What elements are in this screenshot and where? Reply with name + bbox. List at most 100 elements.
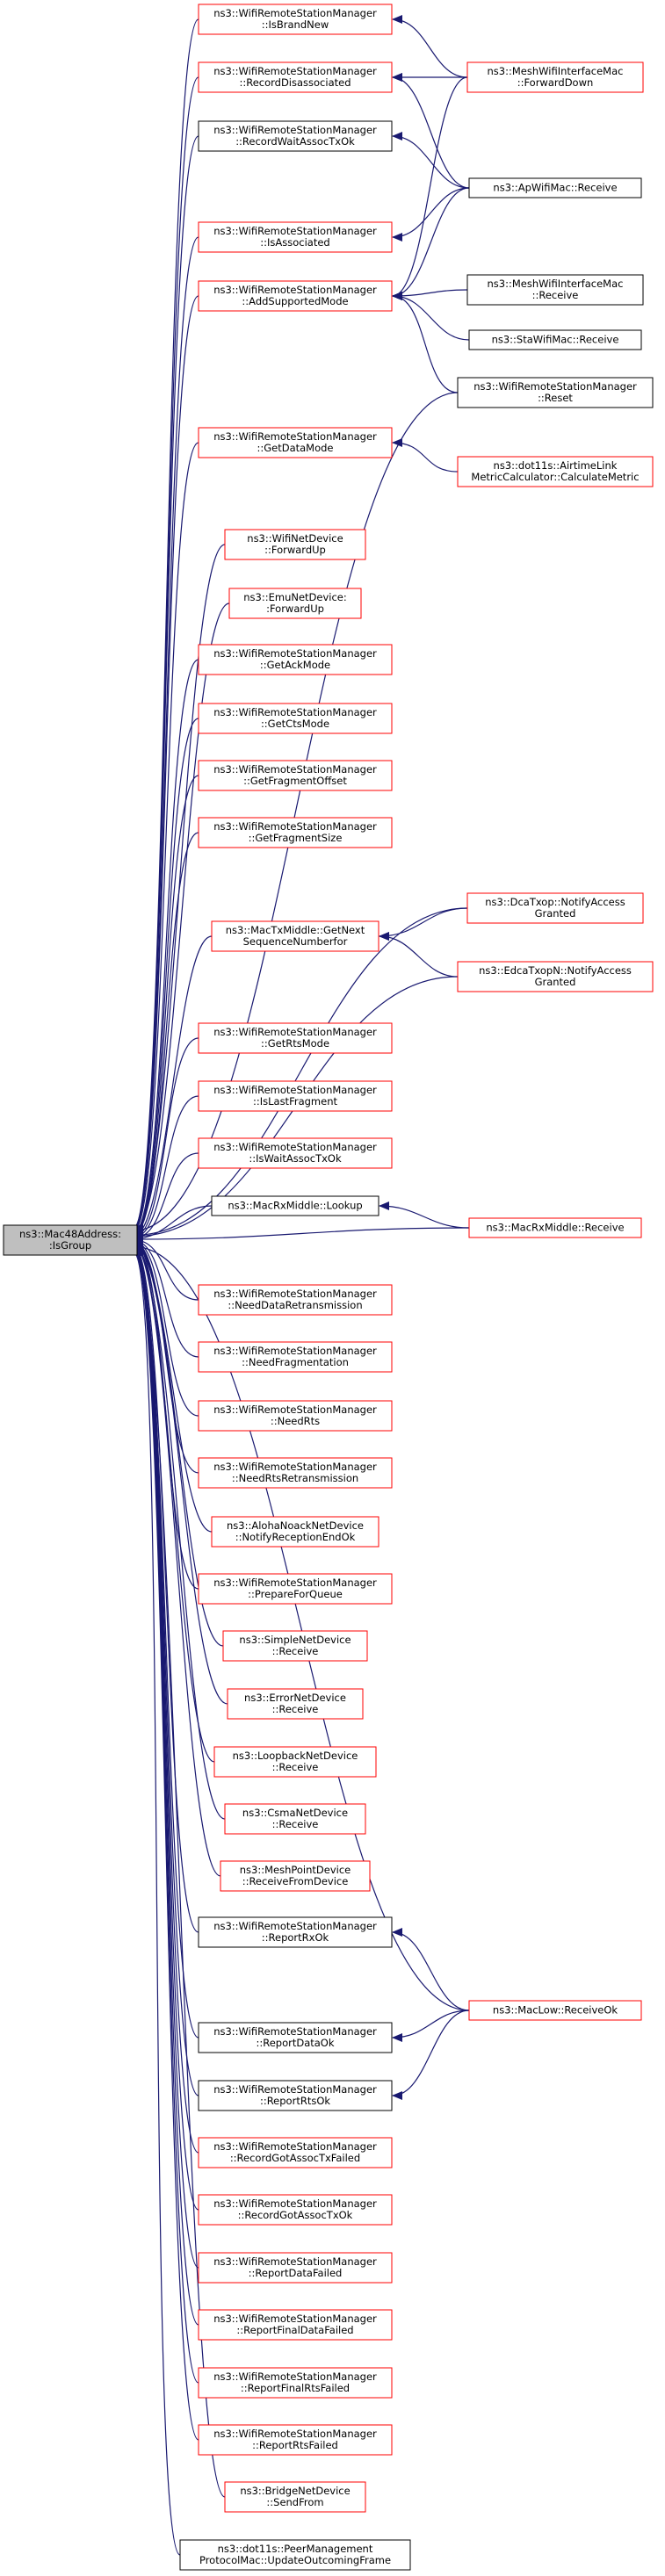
node-label-line: SequenceNumberfor <box>243 935 348 948</box>
edge-recordWaitAssocTxOk-to-root <box>133 135 199 1233</box>
node-meshForwardDown[interactable]: ns3::MeshWifiInterfaceMac::ForwardDown <box>466 61 644 93</box>
node-getDataMode[interactable]: ns3::WifiRemoteStationManager::GetDataMo… <box>198 427 393 458</box>
node-label-line: ns3::WifiRemoteStationManager <box>213 1084 377 1096</box>
node-box <box>222 1630 368 1662</box>
node-needRts[interactable]: ns3::WifiRemoteStationManager::NeedRts <box>198 1400 393 1432</box>
node-box <box>457 961 654 992</box>
node-reset[interactable]: ns3::WifiRemoteStationManager::Reset <box>457 377 654 408</box>
node-peerMgmtUpdate[interactable]: ns3::dot11s::PeerManagementProtocolMac::… <box>179 2539 411 2571</box>
edge-needFragmentation-to-root <box>133 1236 199 1358</box>
node-label-line: ns3::WifiRemoteStationManager <box>213 647 377 660</box>
node-getNextSeq[interactable]: ns3::MacTxMiddle::GetNextSequenceNumberf… <box>211 920 379 952</box>
node-bridgeSendFrom[interactable]: ns3::BridgeNetDevice::SendFrom <box>224 2481 366 2513</box>
node-recordGotAssocTxFailed[interactable]: ns3::WifiRemoteStationManager::RecordGot… <box>198 2137 393 2168</box>
node-macRxReceive[interactable]: ns3::MacRxMiddle::Receive <box>468 1217 642 1238</box>
node-label-line: ns3::EdcaTxopN::NotifyAccess <box>479 964 632 977</box>
node-reportRtsFailed[interactable]: ns3::WifiRemoteStationManager::ReportRts… <box>198 2424 393 2456</box>
edge-getFragmentOffset-to-root <box>133 775 199 1239</box>
node-box <box>228 588 362 619</box>
node-macLowReceiveOk[interactable]: ns3::MacLow::ReceiveOk <box>468 2000 642 2021</box>
node-reportDataOk[interactable]: ns3::WifiRemoteStationManager::ReportDat… <box>198 2022 393 2053</box>
node-box <box>198 1022 393 1054</box>
node-label-line: MetricCalculator::CalculateMetric <box>471 471 639 483</box>
node-getCtsMode[interactable]: ns3::WifiRemoteStationManager::GetCtsMod… <box>198 703 393 734</box>
node-csmaReceive[interactable]: ns3::CsmaNetDevice::Receive <box>224 1803 366 1835</box>
edge-isLastFragment-to-root <box>133 1095 199 1243</box>
node-meshPointReceive[interactable]: ns3::MeshPointDevice::ReceiveFromDevice <box>220 1860 371 1892</box>
edge-addSupportedMode-to-root <box>133 295 199 1235</box>
node-label-line: ::GetDataMode <box>257 442 333 454</box>
node-label-line: ns3::MeshWifiInterfaceMac <box>488 278 624 290</box>
node-getRtsMode[interactable]: ns3::WifiRemoteStationManager::GetRtsMod… <box>198 1022 393 1054</box>
node-box <box>198 2137 393 2168</box>
edge-reset-to-addSupportedMode <box>392 292 459 393</box>
edge-getFragmentSize-to-root <box>133 832 199 1239</box>
node-addSupportedMode[interactable]: ns3::WifiRemoteStationManager::AddSuppor… <box>198 280 393 312</box>
edge-reportRtsFailed-to-root <box>133 1247 199 2441</box>
node-label-line: ns3::WifiRemoteStationManager <box>213 2370 377 2383</box>
node-isAssociated[interactable]: ns3::WifiRemoteStationManager::IsAssocia… <box>198 221 393 253</box>
node-label-line: ::ReportDataOk <box>256 2037 334 2049</box>
node-airtime[interactable]: ns3::dot11s::AirtimeLinkMetricCalculator… <box>457 456 654 487</box>
node-loopbackReceive[interactable]: ns3::LoopbackNetDevice::Receive <box>213 1746 377 1778</box>
node-getFragmentSize[interactable]: ns3::WifiRemoteStationManager::GetFragme… <box>198 817 393 848</box>
node-box <box>468 2000 642 2021</box>
node-simpleReceive[interactable]: ns3::SimpleNetDevice::Receive <box>222 1630 368 1662</box>
node-label-line: ns3::WifiRemoteStationManager <box>213 2025 377 2038</box>
node-box <box>198 703 393 734</box>
node-box <box>198 120 393 152</box>
node-needFragmentation[interactable]: ns3::WifiRemoteStationManager::NeedFragm… <box>198 1341 393 1373</box>
node-label-line: ns3::WifiRemoteStationManager <box>213 2255 377 2268</box>
node-label-line: ::Receive <box>272 1761 319 1773</box>
node-recordGotAssocTxOk[interactable]: ns3::WifiRemoteStationManager::RecordGot… <box>198 2194 393 2226</box>
nodes-layer: ns3::Mac48Address::IsGroupns3::WifiRemot… <box>3 4 654 2571</box>
node-label-line: ::PrepareForQueue <box>248 1588 343 1600</box>
node-isWaitAssocTxOk[interactable]: ns3::WifiRemoteStationManager::IsWaitAss… <box>198 1137 393 1169</box>
node-label-line: ::NeedDataRetransmission <box>228 1299 362 1311</box>
node-getAckMode[interactable]: ns3::WifiRemoteStationManager::GetAckMod… <box>198 644 393 675</box>
node-reportFinalDataFailed[interactable]: ns3::WifiRemoteStationManager::ReportFin… <box>198 2309 393 2341</box>
edge-meshForwardDown-to-isBrandNew <box>392 15 468 78</box>
node-isLastFragment[interactable]: ns3::WifiRemoteStationManager::IsLastFra… <box>198 1080 393 1112</box>
node-box <box>220 1860 371 1892</box>
node-errorReceive[interactable]: ns3::ErrorNetDevice::Receive <box>227 1688 364 1720</box>
node-reportRtsOk[interactable]: ns3::WifiRemoteStationManager::ReportRts… <box>198 2080 393 2111</box>
node-needDataRetrans[interactable]: ns3::WifiRemoteStationManager::NeedDataR… <box>198 1284 393 1316</box>
node-label-line: ns3::WifiRemoteStationManager <box>213 1288 377 1300</box>
node-alohaNotify[interactable]: ns3::AlohaNoackNetDevice::NotifyReceptio… <box>211 1516 379 1548</box>
node-isBrandNew[interactable]: ns3::WifiRemoteStationManager::IsBrandNe… <box>198 4 393 35</box>
node-box <box>224 2481 366 2513</box>
edge-peerMgmtUpdate-to-root <box>133 1248 181 2556</box>
node-label-line: ns3::WifiRemoteStationManager <box>473 380 637 393</box>
node-label-line: ns3::WifiRemoteStationManager <box>213 706 377 718</box>
node-label-line: ns3::dot11s::PeerManagement <box>218 2543 373 2555</box>
node-box <box>198 427 393 458</box>
node-label-line: ::Receive <box>272 1818 319 1830</box>
node-reportFinalRtsFailed[interactable]: ns3::WifiRemoteStationManager::ReportFin… <box>198 2367 393 2399</box>
node-staReceive[interactable]: ns3::StaWifiMac::Receive <box>468 329 642 350</box>
node-prepareForQueue[interactable]: ns3::WifiRemoteStationManager::PrepareFo… <box>198 1573 393 1605</box>
node-apReceive[interactable]: ns3::ApWifiMac::Receive <box>468 177 642 198</box>
node-recordDisassociated[interactable]: ns3::WifiRemoteStationManager::RecordDis… <box>198 61 393 93</box>
node-label-line: ::IsBrandNew <box>262 18 329 31</box>
node-box <box>198 61 393 93</box>
node-label-line: ::Receive <box>532 289 579 301</box>
node-box <box>198 760 393 791</box>
node-reportRxOk[interactable]: ns3::WifiRemoteStationManager::ReportRxO… <box>198 1916 393 1948</box>
node-needRtsRetrans[interactable]: ns3::WifiRemoteStationManager::NeedRtsRe… <box>198 1457 393 1489</box>
node-meshReceive[interactable]: ns3::MeshWifiInterfaceMac::Receive <box>466 274 644 306</box>
node-label-line: ::ForwardUp <box>264 544 326 556</box>
node-getFragmentOffset[interactable]: ns3::WifiRemoteStationManager::GetFragme… <box>198 760 393 791</box>
node-wifiNetForwardUp[interactable]: ns3::WifiNetDevice::ForwardUp <box>224 529 366 560</box>
node-emuForwardUp[interactable]: ns3::EmuNetDevice::ForwardUp <box>228 588 362 619</box>
node-reportDataFailed[interactable]: ns3::WifiRemoteStationManager::ReportDat… <box>198 2252 393 2284</box>
node-recordWaitAssocTxOk[interactable]: ns3::WifiRemoteStationManager::RecordWai… <box>198 120 393 152</box>
node-macRxLookup[interactable]: ns3::MacRxMiddle::Lookup <box>211 1195 379 1216</box>
node-label-line: ns3::EmuNetDevice: <box>243 591 347 603</box>
node-label-line: ::ReportRxOk <box>262 1931 329 1944</box>
node-label-line: ns3::MacRxMiddle::Receive <box>486 1222 624 1234</box>
node-label-line: ns3::WifiRemoteStationManager <box>213 1577 377 1589</box>
node-label-line: :ForwardUp <box>266 603 324 615</box>
